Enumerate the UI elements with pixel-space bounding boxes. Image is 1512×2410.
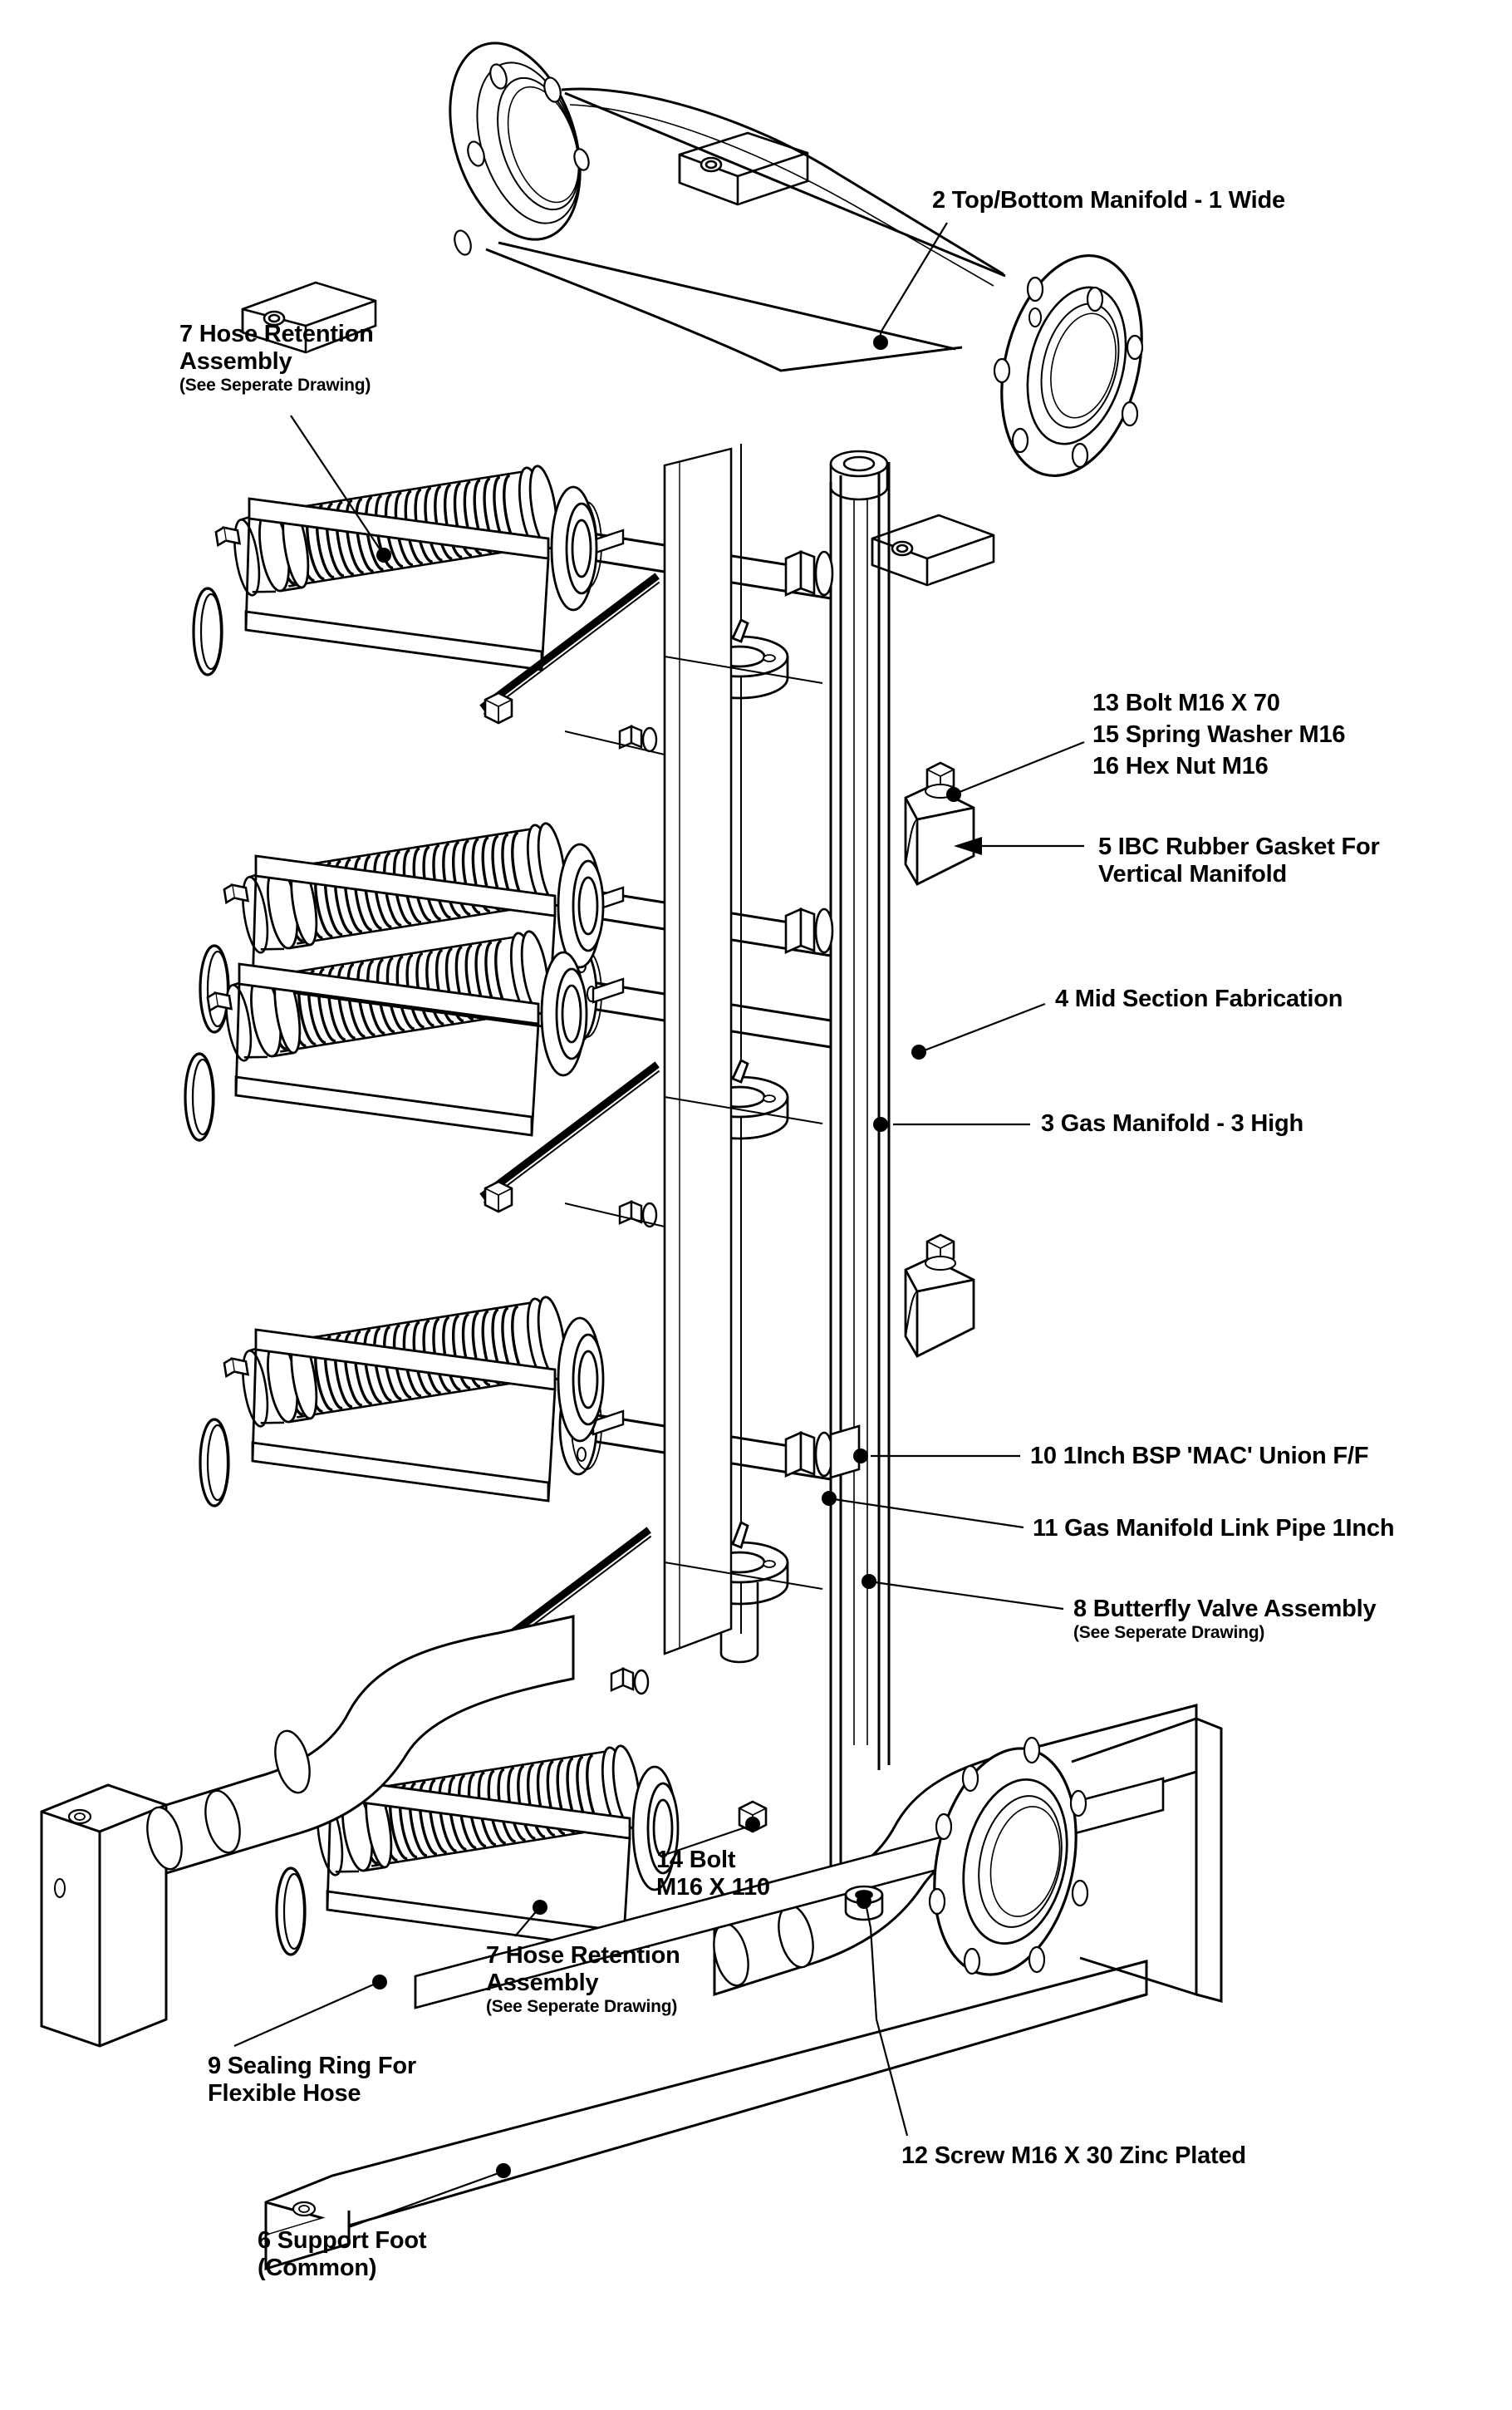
callout-screw-m16x30-zinc-plated-dot <box>857 1894 871 1909</box>
hex-nut-bracket-lower <box>925 1233 956 1271</box>
support-foot-left-web <box>164 1615 575 1876</box>
callout-screw-m16x30-zinc-plated-leader <box>864 1902 909 2137</box>
manifold-tab-mid <box>871 514 995 587</box>
hose-retention-plate-3 <box>251 1328 557 1503</box>
callout-bsp-mac-union-label: 10 1Inch BSP 'MAC' Union F/F <box>1030 1443 1369 1469</box>
callout-butterfly-valve-assembly-dot <box>862 1574 876 1589</box>
callout-screw-m16x30-zinc-plated-label: 12 Screw M16 X 30 Zinc Plated <box>901 2142 1246 2169</box>
hose-assembly-level-3 <box>199 1296 605 1507</box>
callout-gas-manifold-link-pipe-dot <box>822 1491 837 1506</box>
hose-retention-plate-2b <box>234 962 540 1137</box>
callout-support-foot-common-label: 6 Support Foot (Common) <box>258 2227 427 2282</box>
top-manifold-tube <box>485 87 1006 372</box>
mid-section-bracket-lower <box>904 1257 975 1358</box>
callout-ibc-rubber-gasket: 5 IBC Rubber Gasket For Vertical Manifol… <box>1098 834 1380 888</box>
callout-hose-retention-assembly-top: 7 Hose Retention Assembly(See Seperate D… <box>179 321 374 396</box>
callout-hex-nut-m16-label: 16 Hex Nut M16 <box>1092 753 1269 780</box>
support-foot-base-rail <box>264 1960 1148 2271</box>
callout-bolt-m16x70: 13 Bolt M16 X 70 <box>1092 690 1280 717</box>
hose-flange-2 <box>557 843 605 969</box>
callout-ibc-rubber-gasket-arrow <box>954 837 982 855</box>
callout-gas-manifold-link-pipe: 11 Gas Manifold Link Pipe 1Inch <box>1033 1515 1395 1542</box>
callout-hose-retention-assembly-top-sublabel: (See Seperate Drawing) <box>179 376 371 396</box>
callout-hex-nut-m16: 16 Hex Nut M16 <box>1092 753 1269 780</box>
link-pipe-level-2 <box>558 853 834 957</box>
manifold-tab-left <box>241 281 377 354</box>
callout-hose-retention-assembly-bottom-sublabel: (See Seperate Drawing) <box>486 1997 678 2017</box>
callout-mid-section-fabrication-dot <box>911 1045 926 1060</box>
mac-union-level-4 <box>784 1424 861 1479</box>
callout-mid-section-fabrication-label: 4 Mid Section Fabrication <box>1055 986 1343 1012</box>
callout-spring-washer-m16-dot <box>946 787 961 802</box>
callout-hose-retention-assembly-top-label: 7 Hose Retention Assembly <box>179 321 374 376</box>
callout-butterfly-valve-assembly: 8 Butterfly Valve Assembly(See Seperate … <box>1073 1596 1377 1643</box>
hose-assembly-level-4 <box>275 1744 680 1956</box>
hose-flange-2b <box>540 951 588 1077</box>
callout-gas-manifold-3-high: 3 Gas Manifold - 3 High <box>1041 1110 1303 1138</box>
support-foot-right-holes <box>713 1904 814 1987</box>
hardware-stack-lower <box>610 1667 650 1695</box>
mid-section-fabrication-panel <box>663 447 733 1655</box>
callout-bsp-mac-union: 10 1Inch BSP 'MAC' Union F/F <box>1030 1443 1368 1470</box>
callout-butterfly-valve-assembly-sublabel: (See Seperate Drawing) <box>1073 1623 1265 1643</box>
hardware-stack-upper <box>618 725 658 753</box>
callout-support-foot-common: 6 Support Foot (Common) <box>258 2227 427 2282</box>
callout-spring-washer-m16: 15 Spring Washer M16 <box>1092 721 1346 749</box>
hose-assembly-level-1 <box>192 465 598 676</box>
callout-butterfly-valve-assembly-label: 8 Butterfly Valve Assembly <box>1073 1596 1377 1622</box>
mac-union-level-1 <box>784 549 834 598</box>
link-pipe-level-4 <box>558 1376 861 1481</box>
callout-gas-manifold-3-high-dot <box>873 1117 888 1132</box>
hose-flange-3 <box>557 1316 605 1443</box>
callout-top-bottom-manifold-dot <box>873 335 888 350</box>
callout-support-foot-common-dot <box>496 2163 511 2178</box>
callout-top-bottom-manifold: 2 Top/Bottom Manifold - 1 Wide <box>932 187 1285 214</box>
top-manifold-right-flange <box>993 253 1144 478</box>
vertical-manifold-top-cap <box>829 450 889 501</box>
support-foot-left <box>40 1783 168 2048</box>
callout-screw-m16x30-zinc-plated: 12 Screw M16 X 30 Zinc Plated <box>901 2142 1246 2170</box>
callout-gas-manifold-3-high-label: 3 Gas Manifold - 3 High <box>1041 1110 1304 1137</box>
callout-hose-retention-assembly-bottom-label: 7 Hose Retention Assembly <box>486 1942 680 1997</box>
bottom-manifold-body <box>1071 1716 1223 2003</box>
mac-union-level-2 <box>784 907 834 955</box>
callout-sealing-ring-flexible-hose-dot <box>372 1975 387 1989</box>
hose-flange-1 <box>550 485 598 612</box>
callout-sealing-ring-flexible-hose-label: 9 Sealing Ring For Flexible Hose <box>208 2053 416 2108</box>
callout-hose-retention-assembly-top-leader <box>290 415 383 553</box>
hose-assembly-level-2b <box>184 930 588 1142</box>
callout-bsp-mac-union-dot <box>853 1448 868 1463</box>
hose-retention-plate-4 <box>326 1777 631 1951</box>
top-manifold-left-flange <box>449 42 590 256</box>
hose-flange-4 <box>631 1765 680 1891</box>
support-foot-left-holes <box>146 1729 311 1871</box>
callout-mid-section-fabrication: 4 Mid Section Fabrication <box>1055 986 1343 1013</box>
bottom-manifold-flange <box>928 1736 1089 1976</box>
callout-spring-washer-m16-leader <box>955 740 1085 795</box>
hardware-stack-mid <box>618 1200 658 1228</box>
callout-sealing-ring-flexible-hose: 9 Sealing Ring For Flexible Hose <box>208 2053 416 2108</box>
callout-mid-section-fabrication-leader <box>921 1002 1046 1053</box>
callout-bolt-m16x110-dot <box>745 1817 760 1832</box>
callout-bolt-m16x70-label: 13 Bolt M16 X 70 <box>1092 690 1280 716</box>
hose-retention-plate-1 <box>244 497 550 671</box>
rear-frame-rails <box>564 656 823 1590</box>
callout-bolt-m16x110: 14 Bolt M16 X 110 <box>656 1847 770 1901</box>
callout-gas-manifold-link-pipe-label: 11 Gas Manifold Link Pipe 1Inch <box>1033 1515 1395 1542</box>
link-pipe-level-1 <box>558 495 834 600</box>
callout-hose-retention-assembly-bottom-leader <box>514 1908 539 1937</box>
callout-bolt-m16x110-label: 14 Bolt M16 X 110 <box>656 1847 770 1901</box>
vertical-manifold-shading <box>853 499 868 1745</box>
callout-spring-washer-m16-label: 15 Spring Washer M16 <box>1092 721 1346 748</box>
callout-hose-retention-assembly-bottom-dot <box>533 1900 547 1915</box>
callout-top-bottom-manifold-label: 2 Top/Bottom Manifold - 1 Wide <box>932 187 1285 214</box>
mid-section-bracket-upper <box>904 784 975 886</box>
callout-hose-retention-assembly-bottom: 7 Hose Retention Assembly(See Seperate D… <box>486 1942 680 2017</box>
callout-ibc-rubber-gasket-label: 5 IBC Rubber Gasket For Vertical Manifol… <box>1098 834 1380 888</box>
manifold-tab-right <box>678 131 809 206</box>
callout-hose-retention-assembly-top-dot <box>376 548 391 563</box>
